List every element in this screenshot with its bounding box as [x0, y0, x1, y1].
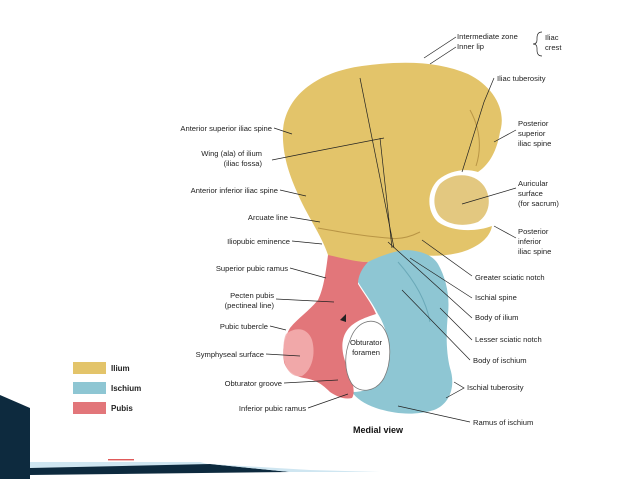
- label-ischial-tuberosity: Ischial tuberosity: [467, 383, 524, 392]
- legend-swatch-pubis: [73, 402, 106, 414]
- label-iliac-crest-line1: Iliac: [545, 33, 559, 42]
- label-auricular-line1: Auricular: [518, 179, 548, 188]
- label-wing-line1: Wing (ala) of ilium: [201, 149, 262, 158]
- obturator-foramen: [345, 320, 391, 391]
- label-symphyseal-surface: Symphyseal surface: [196, 350, 264, 359]
- label-wing-line2: (iliac fossa): [224, 159, 263, 168]
- label-ramus-of-ischium: Ramus of ischium: [473, 418, 533, 427]
- ribbon-fade: [210, 464, 380, 472]
- label-ischial-spine: Ischial spine: [475, 293, 517, 302]
- obturator-groove-arrow: [340, 314, 346, 322]
- auricular-surface-region: [434, 175, 489, 225]
- legend-label-pubis: Pubis: [111, 404, 133, 413]
- label-inferior-pubic-ramus: Inferior pubic ramus: [239, 404, 306, 413]
- label-aiis: Anterior inferior iliac spine: [191, 186, 278, 195]
- label-pecten-line2: (pectineal line): [225, 301, 275, 310]
- view-caption: Medial view: [353, 425, 404, 435]
- label-obturator-line1: Obturator: [350, 338, 383, 347]
- label-superior-pubic-ramus: Superior pubic ramus: [216, 264, 288, 273]
- label-asis: Anterior superior iliac spine: [180, 124, 272, 133]
- label-lesser-sciatic-notch: Lesser sciatic notch: [475, 335, 542, 344]
- label-psis-line3: iliac spine: [518, 139, 551, 148]
- legend-label-ischium: Ischium: [111, 384, 141, 393]
- hip-bone: [282, 62, 502, 414]
- left-labels: Anterior superior iliac spine Wing (ala)…: [180, 124, 306, 413]
- label-piis-line2: inferior: [518, 237, 542, 246]
- label-obturator-groove: Obturator groove: [225, 379, 282, 388]
- label-body-of-ischium: Body of ischium: [473, 356, 527, 365]
- corner-accent-dark: [0, 395, 30, 479]
- ischium-ridge-line: [397, 261, 431, 323]
- leader-lines: [265, 31, 543, 423]
- label-arcuate-line: Arcuate line: [248, 213, 288, 222]
- label-iliac-crest-line2: crest: [545, 43, 562, 52]
- arcuate-ridge-line: [317, 227, 421, 239]
- ribbon-dark: [30, 464, 290, 475]
- label-iliopubic-eminence: Iliopubic eminence: [227, 237, 290, 246]
- label-body-of-ilium: Body of ilium: [475, 313, 518, 322]
- label-psis-line1: Posterior: [518, 119, 549, 128]
- legend-label-ilium: Ilium: [111, 364, 130, 373]
- symphyseal-surface-region: [283, 329, 314, 377]
- label-pubic-tubercle: Pubic tubercle: [220, 322, 268, 331]
- label-greater-sciatic-notch: Greater sciatic notch: [475, 273, 545, 282]
- label-psis-line2: superior: [518, 129, 546, 138]
- legend: Ilium Ischium Pubis: [73, 362, 141, 414]
- label-pecten-line1: Pecten pubis: [230, 291, 274, 300]
- label-intermediate-zone: Intermediate zone: [457, 32, 518, 41]
- tuberosity-ridge-line: [469, 109, 480, 167]
- label-piis-line3: iliac spine: [518, 247, 551, 256]
- ilium-region: [282, 62, 502, 262]
- label-piis-line1: Posterior: [518, 227, 549, 236]
- label-iliac-tuberosity: Iliac tuberosity: [497, 74, 546, 83]
- slide-decoration: [0, 395, 380, 479]
- right-labels: Intermediate zone Inner lip Iliac crest …: [457, 32, 562, 427]
- ischium-region: [352, 250, 453, 414]
- legend-swatch-ischium: [73, 382, 106, 394]
- label-obturator-line2: foramen: [352, 348, 380, 357]
- slide-mark: [108, 459, 134, 461]
- label-inner-lip: Inner lip: [457, 42, 484, 51]
- label-auricular-line2: surface: [518, 189, 543, 198]
- label-auricular-line3: (for sacrum): [518, 199, 559, 208]
- legend-swatch-ilium: [73, 362, 106, 374]
